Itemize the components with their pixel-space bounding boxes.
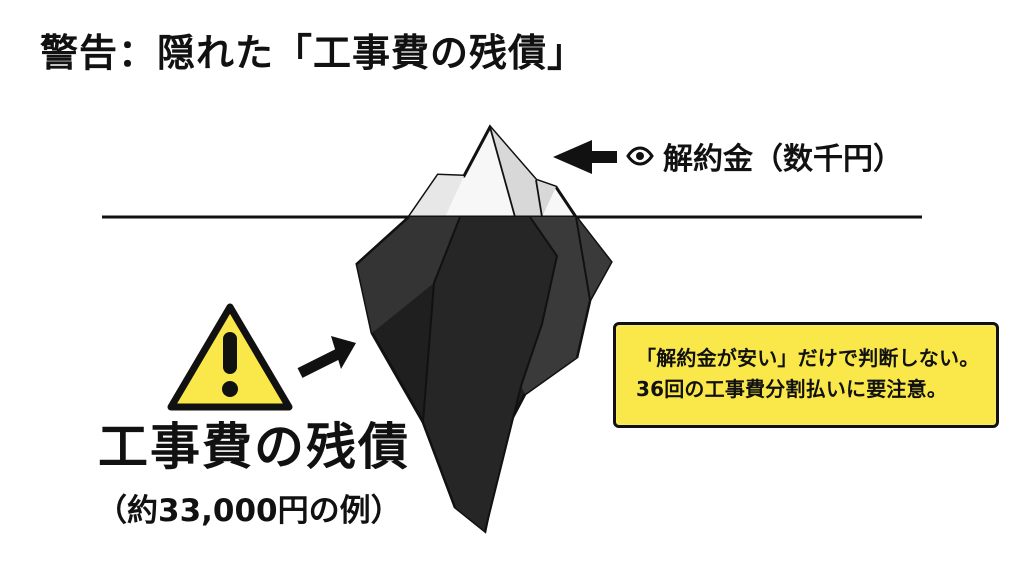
callout-line-1: 「解約金が安い」だけで判断しない。 bbox=[636, 346, 980, 370]
left-arrow-icon bbox=[553, 140, 617, 174]
callout-line-2: 36回の工事費分割払いに要注意。 bbox=[636, 377, 948, 401]
hidden-cost-example: （約33,000円の例） bbox=[96, 493, 402, 529]
eye-icon bbox=[626, 146, 654, 166]
tip-label: 解約金（数千円） bbox=[625, 134, 903, 178]
slide-title: 警告：隠れた「工事費の残債」 bbox=[40, 31, 587, 75]
iceberg-facet-lines bbox=[356, 216, 410, 265]
iceberg-tip-facet-lines bbox=[463, 124, 516, 218]
iceberg-tip-facet-lines-2 bbox=[535, 179, 543, 218]
diagonal-arrow-icon bbox=[297, 336, 356, 378]
hidden-cost-title: 工事費の残債 bbox=[98, 418, 410, 476]
iceberg-tip-shade-right bbox=[490, 127, 556, 217]
warning-triangle-icon bbox=[167, 303, 293, 411]
iceberg-facet-lines-4 bbox=[575, 216, 592, 358]
iceberg-facet-lines-3 bbox=[484, 216, 559, 532]
iceberg-facet-lines-2 bbox=[421, 216, 461, 508]
iceberg-tip-shade-left bbox=[409, 175, 464, 217]
iceberg-facet-center bbox=[423, 217, 557, 531]
tip-label-text: 解約金（数千円） bbox=[663, 142, 903, 177]
warning-callout: 「解約金が安い」だけで判断しない。 36回の工事費分割払いに要注意。 bbox=[613, 322, 999, 428]
iceberg-facet-left bbox=[357, 217, 460, 333]
iceberg-facet-right bbox=[521, 217, 611, 394]
